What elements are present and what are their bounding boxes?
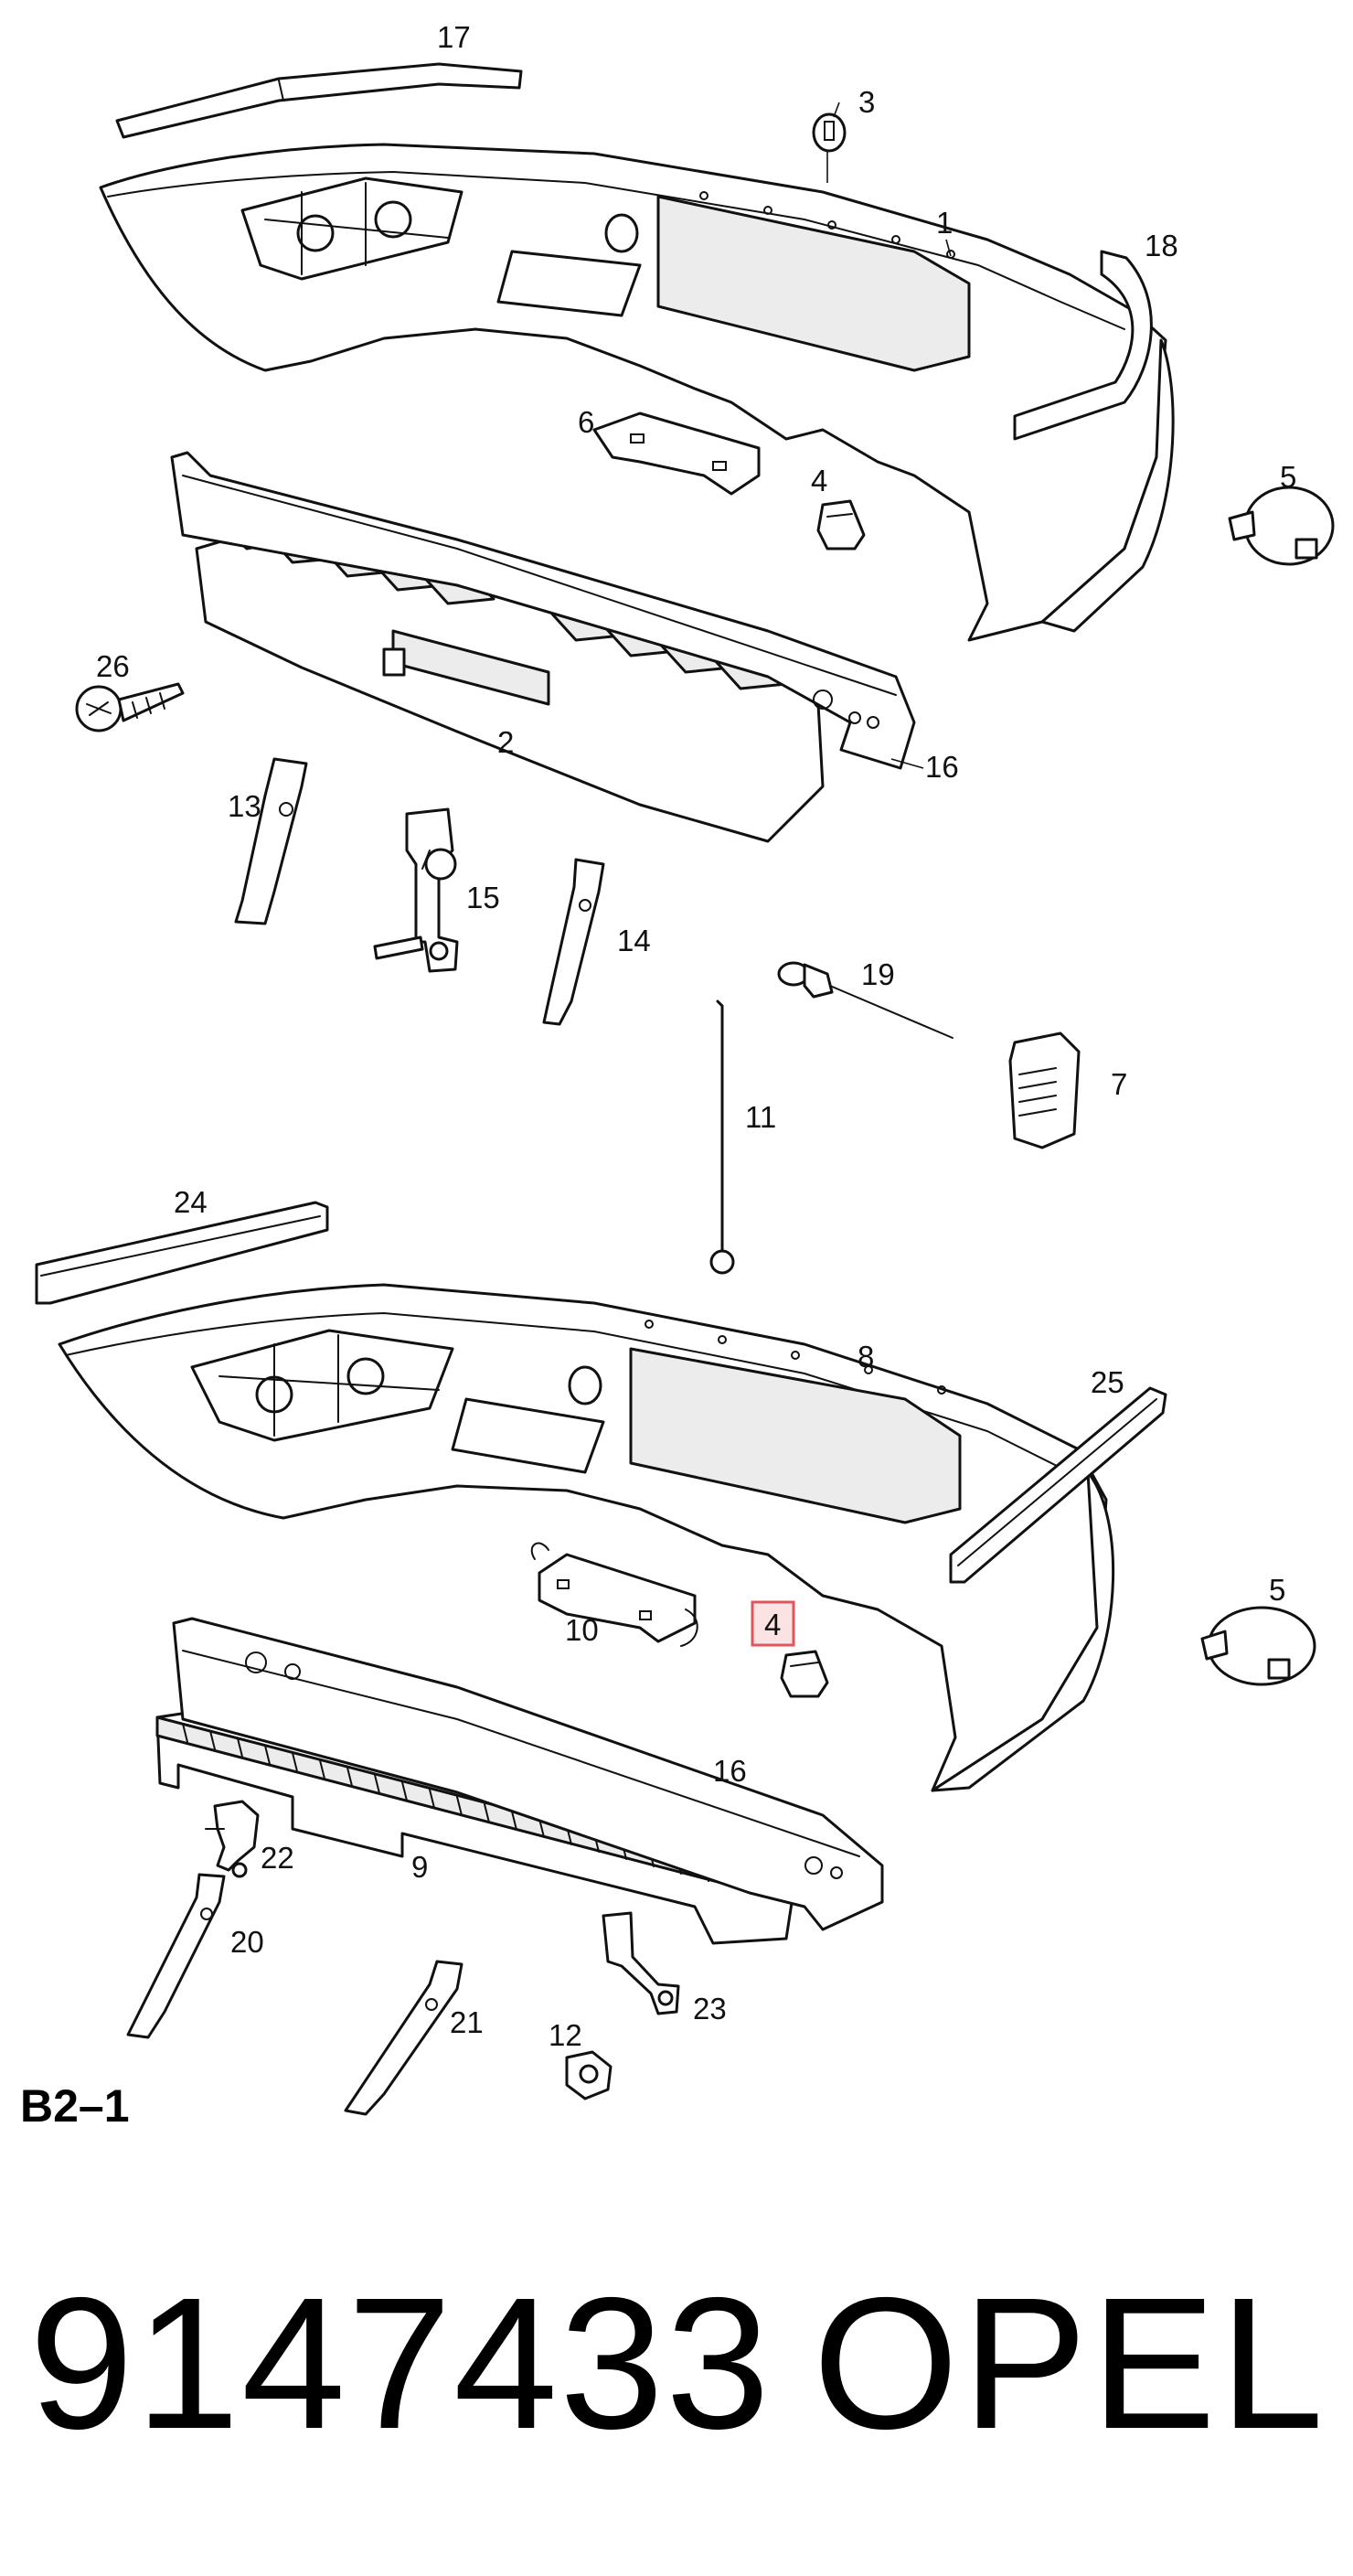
part-21-bracket[interactable] xyxy=(344,1960,463,2116)
callout-17[interactable]: 17 xyxy=(437,20,471,54)
callout-22[interactable]: 22 xyxy=(261,1841,294,1875)
part-16-reinforcement-lower[interactable] xyxy=(172,1617,884,1931)
part-13-bracket[interactable] xyxy=(234,757,308,925)
upper-bumper-assembly xyxy=(75,62,1335,1275)
callout-7[interactable]: 7 xyxy=(1111,1067,1127,1101)
callout-5-lower[interactable]: 5 xyxy=(1269,1573,1285,1607)
callout-9[interactable]: 9 xyxy=(411,1850,428,1884)
part-8-corner-bracket xyxy=(190,1329,454,1442)
callout-5-upper[interactable]: 5 xyxy=(1280,460,1296,494)
callout-24[interactable]: 24 xyxy=(174,1185,208,1219)
part-5-reflector-lower[interactable] xyxy=(1200,1606,1316,1686)
part-number: 9147433 xyxy=(29,2259,772,2468)
callout-1[interactable]: 1 xyxy=(936,206,953,240)
callout-4-highlight-box xyxy=(751,1600,795,1647)
callout-16-upper[interactable]: 16 xyxy=(925,750,959,784)
part-20-bracket[interactable] xyxy=(126,1873,226,2039)
part-4-clip-upper[interactable] xyxy=(816,499,866,550)
part-18-side-strip[interactable] xyxy=(1013,250,1153,441)
part-5-reflector-upper[interactable] xyxy=(1228,486,1335,566)
callout-13[interactable]: 13 xyxy=(228,789,261,823)
part-16-reinforcement-upper[interactable] xyxy=(170,451,916,770)
part-12-nut[interactable] xyxy=(565,2050,613,2100)
callout-15[interactable]: 15 xyxy=(466,881,500,914)
callout-23[interactable]: 23 xyxy=(693,1992,727,2026)
callout-21[interactable]: 21 xyxy=(450,2005,484,2039)
callout-12[interactable]: 12 xyxy=(549,2018,582,2052)
bumper-lower-mounting-holes xyxy=(645,1320,946,1395)
callout-labels: 17 3 1 18 6 4 5 26 2 16 13 15 14 19 7 11… xyxy=(96,20,1296,2052)
part-4-clip-lower[interactable] xyxy=(780,1650,829,1698)
brand-name: OPEL xyxy=(813,2259,1327,2468)
callout-10[interactable]: 10 xyxy=(565,1613,599,1647)
callout-14[interactable]: 14 xyxy=(617,924,651,957)
callout-4-upper[interactable]: 4 xyxy=(811,464,827,497)
footer: 9147433 OPEL xyxy=(0,2259,1353,2469)
lower-bumper-assembly xyxy=(35,1201,1316,2116)
callout-16-lower[interactable]: 16 xyxy=(713,1754,747,1788)
part-26-screw[interactable] xyxy=(75,682,185,732)
part-23-bracket[interactable] xyxy=(602,1911,680,2015)
leader-lines xyxy=(833,102,952,769)
callout-11[interactable]: 11 xyxy=(745,1100,776,1134)
part-10-bracket[interactable] xyxy=(530,1542,698,1647)
part-24-trim-strip[interactable] xyxy=(35,1201,329,1305)
part-19-rivet[interactable] xyxy=(777,961,953,1039)
diagram-code: B2–1 xyxy=(20,2080,130,2132)
callout-26[interactable]: 26 xyxy=(96,649,130,683)
callout-2[interactable]: 2 xyxy=(497,725,514,759)
callout-4-lower[interactable]: 4 xyxy=(764,1608,781,1641)
part-17-trim-strip[interactable] xyxy=(115,62,523,139)
part-3-clip[interactable] xyxy=(812,112,847,183)
callout-6[interactable]: 6 xyxy=(578,405,594,439)
part-6-bracket[interactable] xyxy=(592,412,761,496)
callout-8[interactable]: 8 xyxy=(858,1340,874,1374)
part-7-clip[interactable] xyxy=(1008,1031,1081,1149)
part-14-bracket[interactable] xyxy=(542,858,605,1026)
callout-20[interactable]: 20 xyxy=(230,1925,264,1959)
callout-3[interactable]: 3 xyxy=(858,85,875,119)
callout-18[interactable]: 18 xyxy=(1145,229,1178,262)
bumper-mounting-holes xyxy=(699,191,955,259)
part-15-bracket[interactable] xyxy=(373,807,459,973)
callout-25[interactable]: 25 xyxy=(1091,1365,1124,1399)
part-22-bracket[interactable] xyxy=(205,1800,260,1878)
callout-19[interactable]: 19 xyxy=(861,957,895,991)
part-11-rod[interactable] xyxy=(709,999,735,1275)
